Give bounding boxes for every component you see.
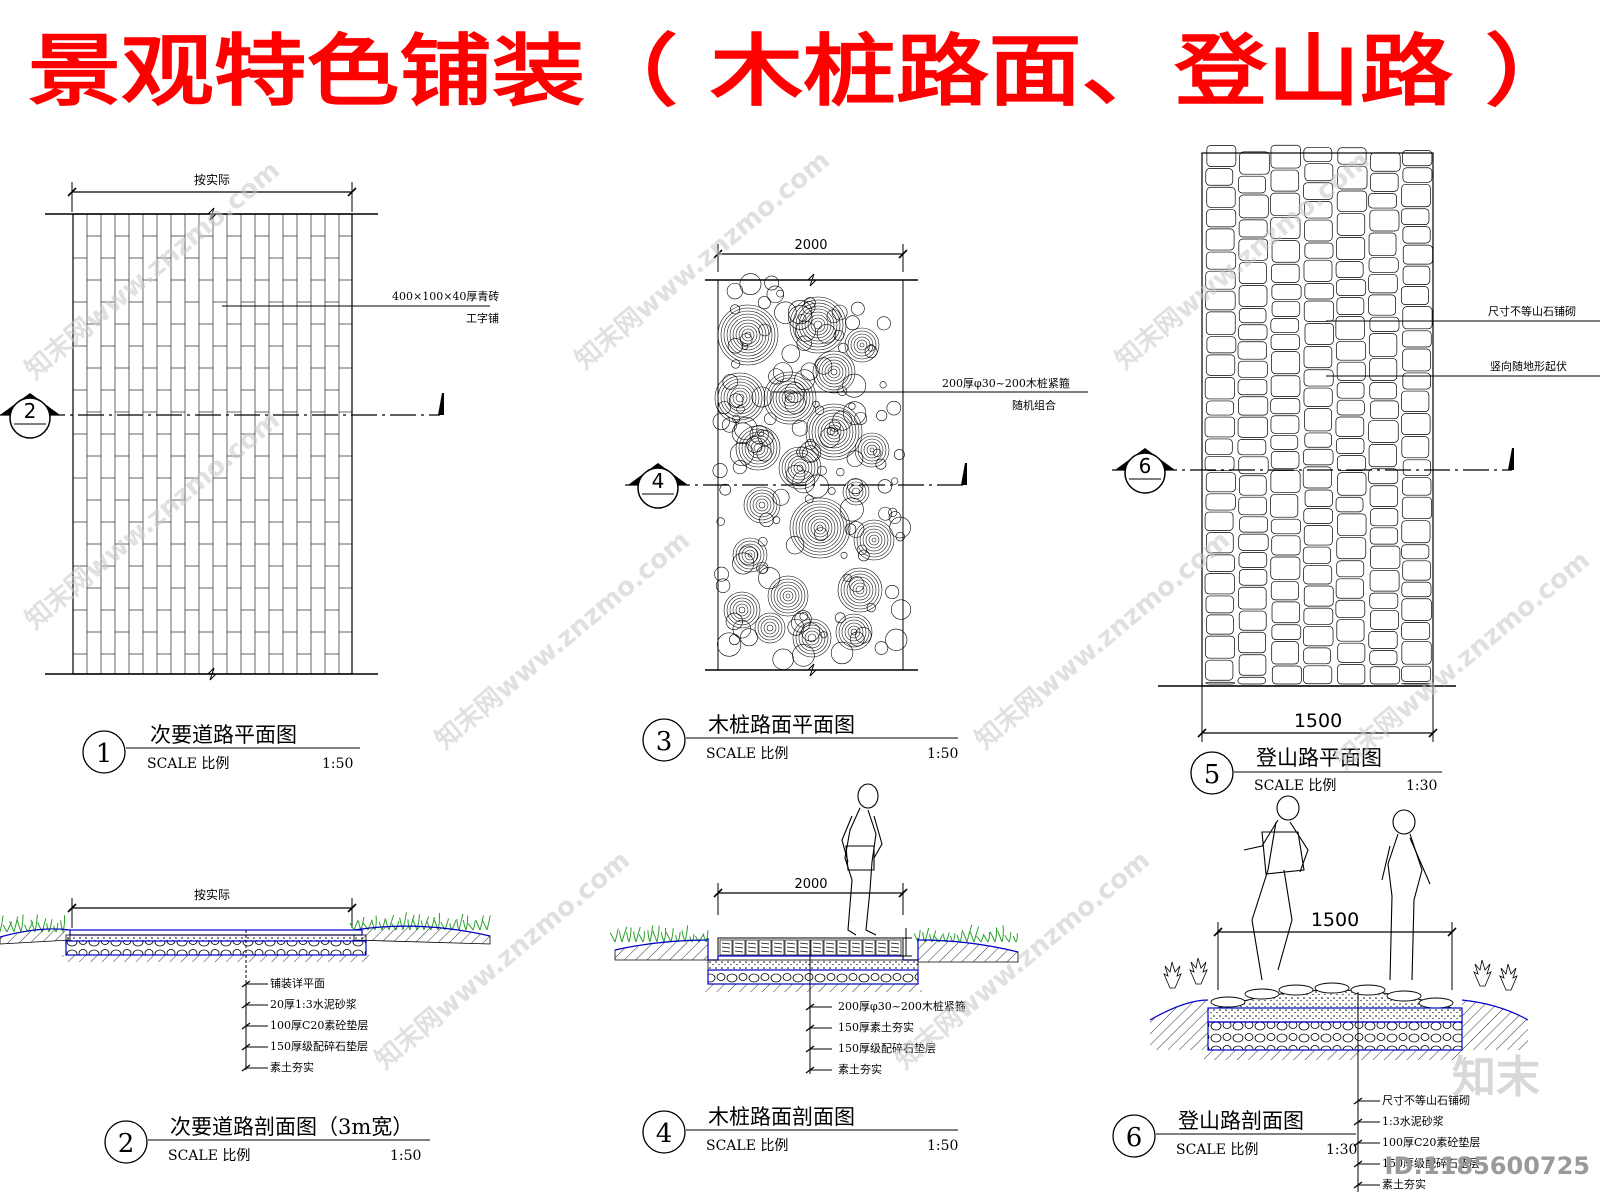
brand-logo: 知末 — [1452, 1052, 1540, 1103]
plan-5-stone-path: 1500 尺寸不等山石铺砌 竖向随地形起伏 6 — [1112, 144, 1600, 742]
drawing-label-6-scale: 1:30 — [1326, 1142, 1357, 1158]
drawing-label-6-name: 登山路剖面图 — [1178, 1109, 1304, 1133]
drawing-label-2-scale: 1:50 — [390, 1148, 421, 1164]
drawing-label-4-scale: 1:50 — [927, 1138, 958, 1154]
plan-1-dimension: 按实际 — [194, 172, 230, 187]
drawing-label-5-name: 登山路平面图 — [1256, 746, 1382, 770]
drawing-label-4-num: 4 — [656, 1119, 673, 1149]
drawing-label-1-scale: 1:50 — [322, 756, 353, 772]
section-4-layer-1: 200厚φ30~200木桩紧箍 — [838, 999, 966, 1013]
section-6-stone-path: 1500 尺寸不等山石铺砌 1:3水泥砂浆 100厚C20素砼垫层 150厚级配… — [1149, 795, 1529, 1192]
section-4-log-road: 2000 200厚φ30~200木桩紧箍 150厚素土夯实 150厚级配碎石垫层… — [609, 783, 1019, 1076]
section-4-layer-3: 150厚级配碎石垫层 — [838, 1041, 936, 1055]
drawing-label-3-name: 木桩路面平面图 — [708, 713, 855, 737]
plan-5-note-material: 尺寸不等山石铺砌 — [1488, 304, 1576, 318]
section-6-layer-4: 150厚级配碎石垫层 — [1382, 1156, 1480, 1170]
plan-5-note-grade: 竖向随地形起伏 — [1490, 359, 1567, 373]
drawing-label-2-name: 次要道路剖面图（3m宽） — [170, 1115, 413, 1139]
drawing-label-3: 3 木桩路面平面图 SCALE 比例 1:50 — [642, 713, 958, 762]
plan-3-note-material: 200厚φ30~200木桩紧箍 — [942, 376, 1070, 390]
drawing-label-4-scale-label: SCALE 比例 — [706, 1138, 788, 1154]
drawing-label-6-scale-label: SCALE 比例 — [1176, 1142, 1258, 1158]
drawing-label-1-num: 1 — [96, 739, 113, 769]
drawing-label-6-num: 6 — [1126, 1123, 1143, 1153]
drawing-label-5: 5 登山路平面图 SCALE 比例 1:30 — [1190, 746, 1442, 795]
section-2-layer-2: 20厚1:3水泥砂浆 — [270, 997, 357, 1011]
drawing-label-5-scale: 1:30 — [1406, 778, 1437, 794]
section-2-layer-3: 100厚C20素砼垫层 — [270, 1018, 368, 1032]
drawing-label-4: 4 木桩路面剖面图 SCALE 比例 1:50 — [642, 1105, 958, 1154]
image-id: ID:1185600725 — [1384, 1152, 1590, 1180]
section-2-layer-1: 铺装详平面 — [270, 976, 325, 990]
plan-3-dimension: 2000 — [794, 238, 827, 253]
drawing-label-3-num: 3 — [656, 727, 673, 757]
plan-1-note-pattern: 工字铺 — [466, 311, 499, 325]
section-2-layer-5: 素土夯实 — [270, 1060, 314, 1074]
plan-3-note-pattern: 随机组合 — [1012, 398, 1056, 412]
section-6-layer-3: 100厚C20素砼垫层 — [1382, 1135, 1480, 1149]
drawing-label-5-num: 5 — [1204, 760, 1221, 790]
drawing-label-6: 6 登山路剖面图 SCALE 比例 1:30 — [1112, 1109, 1357, 1158]
plan-1-brick-paving: 按实际 400×100×40厚青砖 工字铺 2 — [0, 172, 499, 681]
page-title: 景观特色铺装（ 木桩路面、登山路 ） — [28, 27, 1578, 117]
section-marker-6: 6 — [1115, 448, 1175, 494]
section-marker-6-label: 6 — [1139, 454, 1152, 478]
section-4-layer-4: 素土夯实 — [838, 1062, 882, 1076]
section-2-layer-4: 150厚级配碎石垫层 — [270, 1039, 368, 1053]
person-runner-icon — [1243, 795, 1309, 981]
drawing-label-2: 2 次要道路剖面图（3m宽） SCALE 比例 1:50 — [104, 1115, 430, 1164]
section-2-brick-road: 按实际 铺装详平面 20厚1:3水泥砂浆 100厚C20素砼垫层 150厚级配碎… — [0, 887, 491, 1074]
section-marker-4: 4 — [628, 463, 688, 509]
drawing-label-1-name: 次要道路平面图 — [150, 723, 297, 747]
section-marker-2: 2 — [0, 393, 60, 439]
drawing-label-3-scale: 1:50 — [927, 746, 958, 762]
person-standing-icon — [1381, 809, 1431, 981]
plan-3-log-paving: 2000 200厚φ30~200木桩紧箍 随机组合 4 — [625, 238, 1088, 677]
drawing-label-3-scale-label: SCALE 比例 — [706, 746, 788, 762]
section-6-dimension: 1500 — [1311, 909, 1359, 931]
plan-5-dimension: 1500 — [1294, 710, 1342, 732]
drawing-label-1: 1 次要道路平面图 SCALE 比例 1:50 — [82, 723, 360, 774]
section-2-dimension: 按实际 — [194, 887, 230, 902]
drawing-label-4-name: 木桩路面剖面图 — [708, 1105, 855, 1129]
section-4-layer-2: 150厚素土夯实 — [838, 1020, 914, 1034]
plan-1-note-material: 400×100×40厚青砖 — [392, 289, 499, 303]
section-4-dimension: 2000 — [794, 877, 827, 892]
section-6-layer-2: 1:3水泥砂浆 — [1382, 1114, 1444, 1128]
drawing-label-2-num: 2 — [118, 1129, 135, 1159]
section-marker-2-label: 2 — [24, 399, 37, 423]
section-6-layer-1: 尺寸不等山石铺砌 — [1382, 1093, 1470, 1107]
drawing-label-1-scale-label: SCALE 比例 — [147, 756, 229, 772]
section-6-layer-5: 素土夯实 — [1382, 1177, 1426, 1191]
drawing-label-2-scale-label: SCALE 比例 — [168, 1148, 250, 1164]
drawing-label-5-scale-label: SCALE 比例 — [1254, 778, 1336, 794]
section-marker-4-label: 4 — [652, 469, 665, 493]
person-silhouette-icon — [841, 783, 883, 936]
